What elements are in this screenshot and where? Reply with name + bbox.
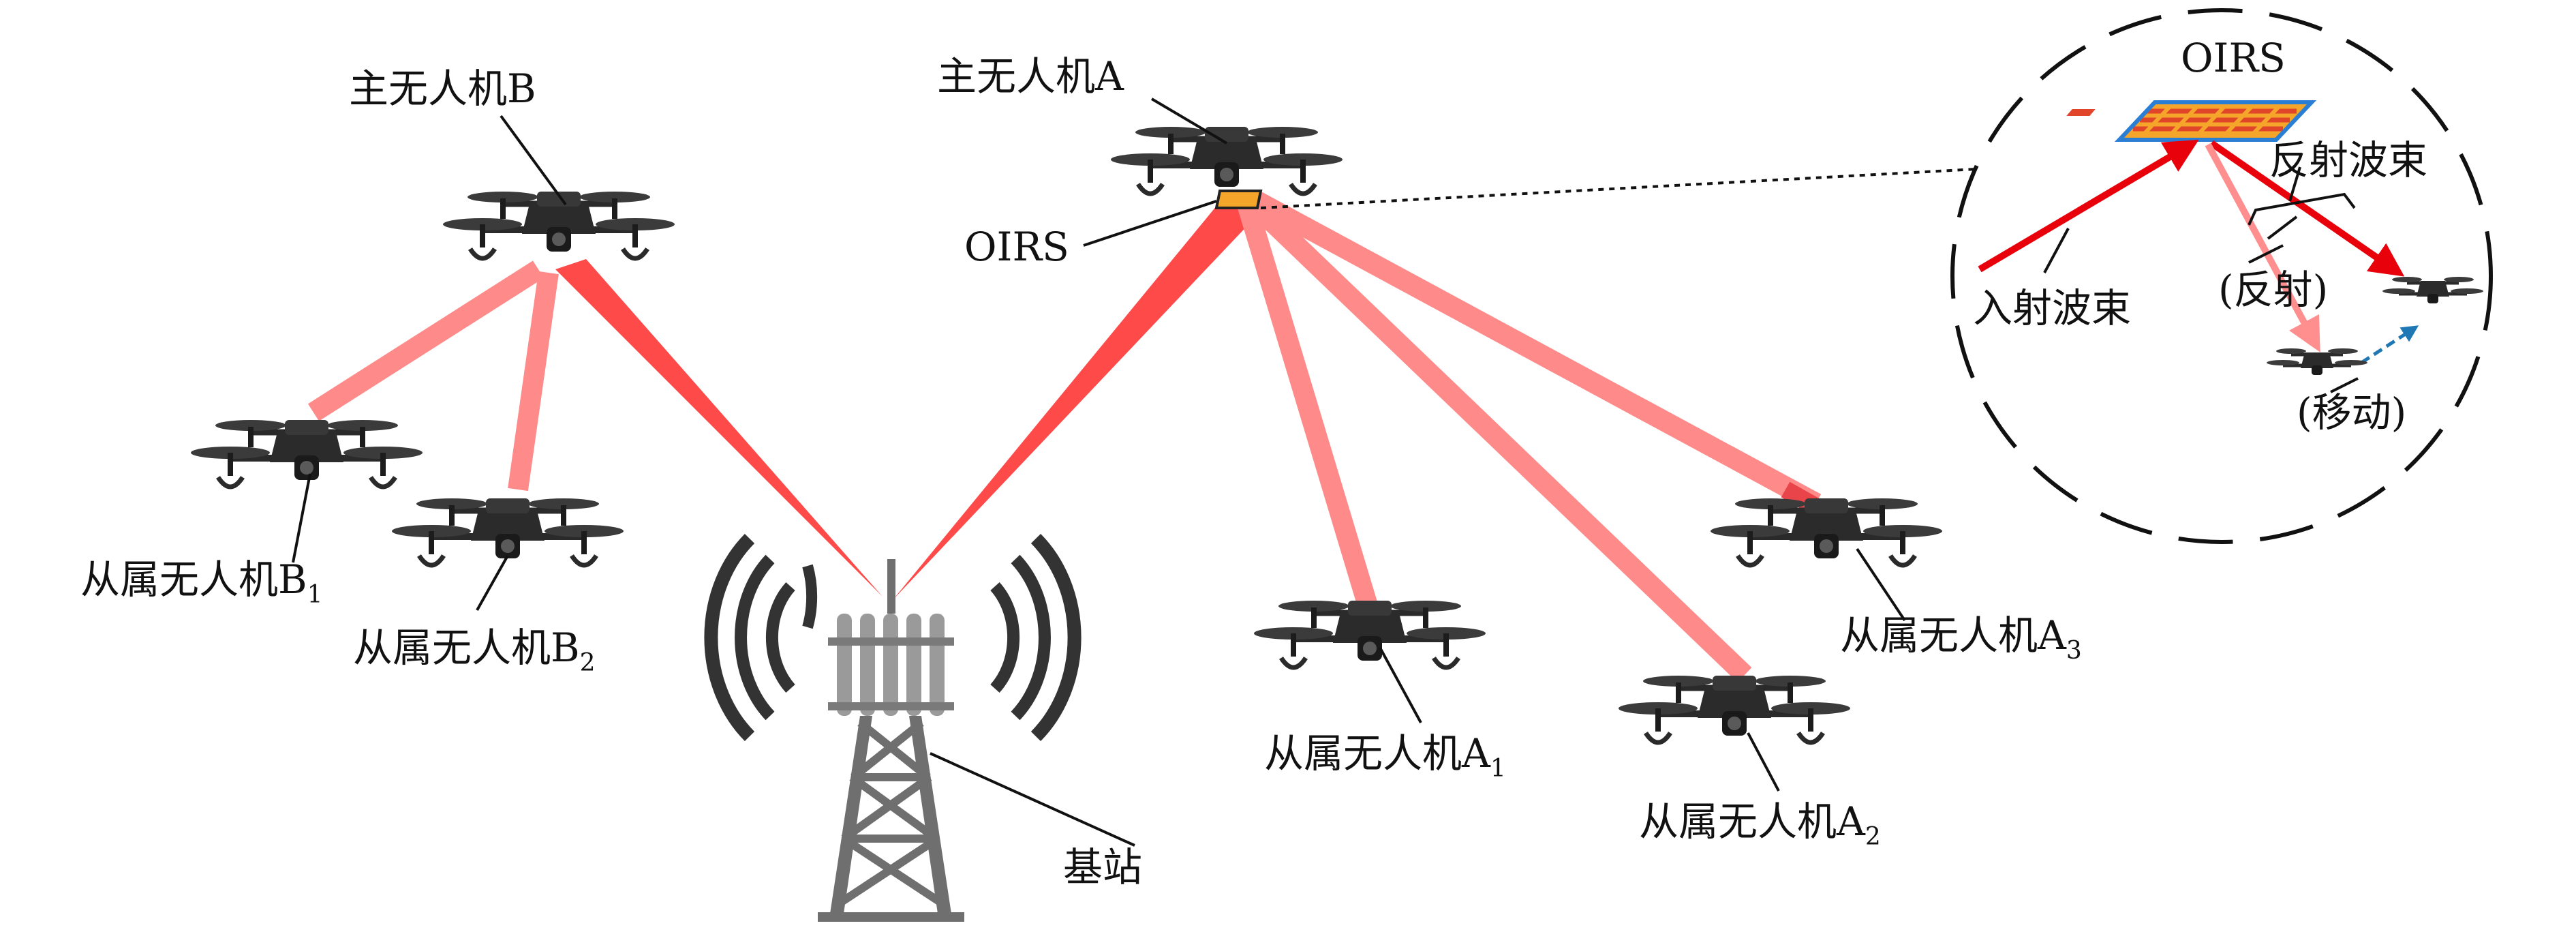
oirs-panel-on-drone <box>1214 190 1263 209</box>
label-master-uav-b: 主无人机B <box>349 65 536 112</box>
slave-uav-a2 <box>1619 676 1850 742</box>
oirs-inset: OIRS 反射波束 入射波束 (反射) (移动) <box>1950 8 2493 544</box>
label-slave-uav-b1: 从属无人机B1 <box>80 556 323 609</box>
beam-oirs-to-slave-a3 <box>1252 192 1822 513</box>
inset-label-reflected-beam: 反射波束 <box>2269 137 2427 183</box>
beam-master-b-to-slave-b2 <box>508 271 559 492</box>
label-slave-uav-a2: 从属无人机A2 <box>1639 798 1881 851</box>
beam-oirs-to-slave-a1 <box>1237 201 1380 616</box>
beams <box>307 192 1831 682</box>
signal-wave-right-2 <box>1011 554 1051 721</box>
inset-label-oirs: OIRS <box>2181 35 2286 81</box>
inset-label-reflect: (反射) <box>2218 267 2328 313</box>
label-leader-lines <box>292 97 1906 847</box>
signal-wave-left-1 <box>802 564 818 629</box>
inset-reflected-beam-light-arrow <box>2205 142 2320 352</box>
beam-oirs-to-slave-a2 <box>1246 197 1752 682</box>
inset-incident-beam-arrow <box>1978 139 2199 273</box>
beam-bs-to-master-a <box>893 198 1264 600</box>
master-uav-a <box>1111 127 1343 194</box>
label-slave-uav-a3: 从属无人机A3 <box>1840 612 2082 665</box>
label-slave-uav-b2: 从属无人机B2 <box>353 625 596 677</box>
master-uav-b <box>443 192 675 258</box>
labels: 主无人机B 主无人机A OIRS 基站 从属无人机B1 从属无人机B2 从属无人… <box>80 53 2082 890</box>
inset-moving-uav <box>2267 348 2367 375</box>
inset-motion-arrow <box>2360 325 2419 365</box>
inset-reflected-beam-arrow <box>2209 140 2405 277</box>
inset-connector-dotted <box>1260 168 1977 209</box>
slave-uav-b1 <box>191 420 423 487</box>
inset-label-move: (移动) <box>2297 389 2406 436</box>
inset-target-uav <box>2382 277 2483 303</box>
signal-wave-right-3 <box>1030 533 1082 742</box>
signal-wave-left-3 <box>765 582 795 693</box>
slave-uav-a3 <box>1711 498 1942 565</box>
signal-wave-left-2 <box>735 554 775 721</box>
beam-bs-to-master-b <box>555 259 883 597</box>
signal-wave-left-4 <box>704 533 755 742</box>
label-master-uav-a: 主无人机A <box>937 53 1124 100</box>
signal-wave-right-1 <box>990 582 1020 693</box>
inset-oirs-panel <box>2066 100 2316 142</box>
inset-label-incident-beam: 入射波束 <box>1973 285 2131 331</box>
slave-uav-b2 <box>392 498 624 565</box>
label-base-station: 基站 <box>1063 844 1142 890</box>
base-station <box>704 533 1082 922</box>
beam-master-b-to-slave-b1 <box>307 260 545 421</box>
inset-dashed-circle <box>1950 8 2493 544</box>
label-oirs-on-drone: OIRS <box>964 224 1069 270</box>
label-slave-uav-a1: 从属无人机A1 <box>1264 730 1506 783</box>
slave-uav-a1 <box>1254 601 1486 667</box>
